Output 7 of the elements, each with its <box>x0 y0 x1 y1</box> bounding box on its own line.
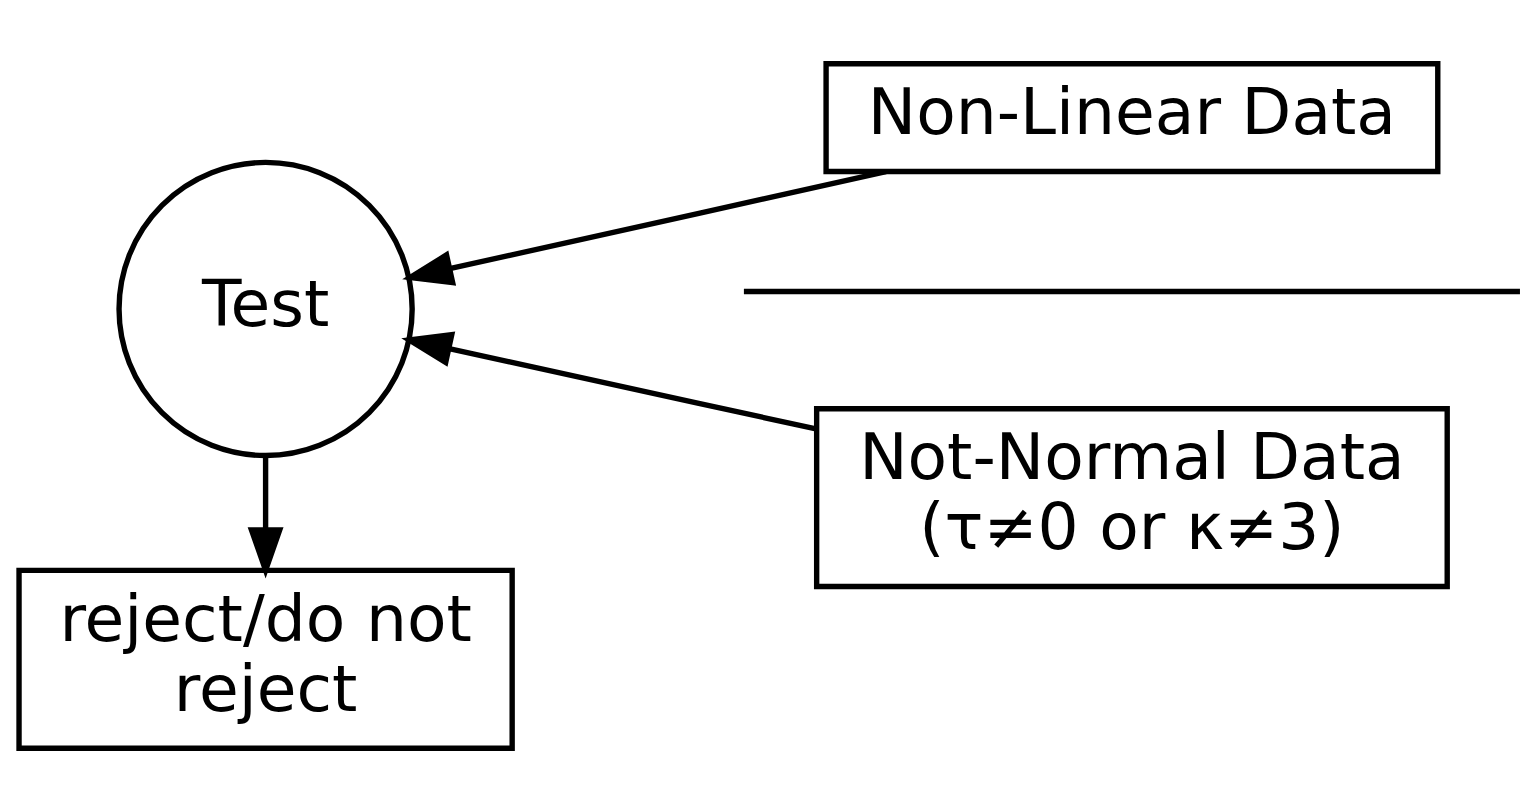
arrow <box>402 168 887 286</box>
node-box: Not-Normal Data (τ≠0 or κ≠3) <box>813 405 1450 589</box>
arrow <box>401 331 817 432</box>
node-box: reject/do not reject <box>16 567 515 751</box>
node-circle: Test <box>116 159 415 458</box>
node-box: Non-Linear Data <box>823 60 1441 174</box>
arrow <box>247 455 284 578</box>
